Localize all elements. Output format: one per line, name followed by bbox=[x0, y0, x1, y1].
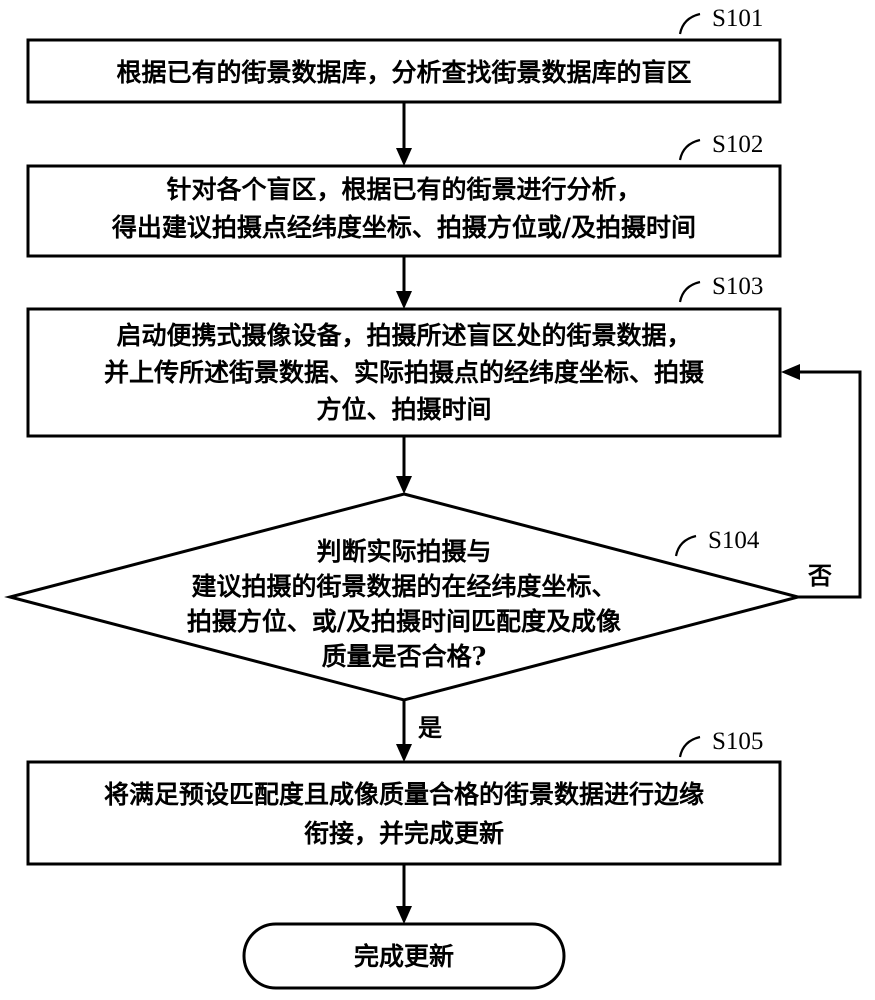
flow-arrow bbox=[396, 864, 412, 924]
step-s103: S103 启动便携式摄像设备，拍摄所述盲区处的街景数据， 并上传所述街景数据、实… bbox=[26, 273, 782, 438]
process-text-line: 启动便携式摄像设备，拍摄所述盲区处的街景数据， bbox=[116, 321, 691, 350]
process-text-line: 得出建议拍摄点经纬度坐标、拍摄方位或/及拍摄时间 bbox=[111, 213, 696, 242]
loop-back-line bbox=[798, 370, 862, 599]
process-text-line: 将满足预设匹配度且成像质量合格的街景数据进行边缘 bbox=[104, 780, 704, 809]
yes-label: 是 bbox=[418, 713, 442, 742]
decision-text-line: 判断实际拍摄与 bbox=[316, 537, 491, 566]
step-s101: S101 根据已有的街景数据库，分析查找街景数据库的盲区 bbox=[26, 5, 782, 104]
step-label-hook bbox=[678, 12, 701, 35]
end-terminal: 完成更新 bbox=[242, 922, 566, 990]
step-label-hook bbox=[678, 735, 701, 758]
terminal-shape bbox=[242, 922, 566, 990]
flow-arrow bbox=[396, 436, 412, 494]
no-branch: 否 bbox=[781, 364, 862, 599]
step-s105: S105 将满足预设匹配度且成像质量合格的街景数据进行边缘 衔接，并完成更新 bbox=[26, 728, 782, 866]
yes-branch: 是 bbox=[396, 700, 442, 762]
decision-text-line: 拍摄方位、或/及拍摄时间匹配度及成像 bbox=[187, 607, 621, 636]
step-label-hook bbox=[678, 280, 701, 303]
step-id-label: S102 bbox=[712, 131, 763, 158]
process-box bbox=[26, 38, 782, 104]
step-id-label: S103 bbox=[712, 273, 763, 300]
process-text-line: 并上传所述街景数据、实际拍摄点的经纬度坐标、拍摄 bbox=[104, 358, 705, 387]
no-label: 否 bbox=[807, 561, 832, 590]
loop-back-arrowhead bbox=[781, 364, 800, 380]
process-box bbox=[26, 760, 782, 866]
decision-text-line: 质量是否合格? bbox=[322, 642, 487, 671]
step-id-label: S101 bbox=[712, 5, 763, 32]
step-label-hook bbox=[678, 138, 701, 161]
decision-text-line: 建议拍摄的街景数据的在经纬度坐标、 bbox=[191, 572, 616, 601]
step-label-hook bbox=[674, 534, 697, 557]
process-text-line: 针对各个盲区，根据已有的街景进行分析， bbox=[166, 175, 641, 204]
terminal-label: 完成更新 bbox=[354, 942, 454, 971]
process-text-line: 衔接，并完成更新 bbox=[304, 819, 504, 848]
process-text-line: 方位、拍摄时间 bbox=[316, 395, 491, 424]
flow-arrow bbox=[396, 256, 412, 309]
flow-arrow bbox=[396, 102, 412, 166]
step-s104: S104 判断实际拍摄与 建议拍摄的街景数据的在经纬度坐标、 拍摄方位、或/及拍… bbox=[4, 492, 804, 702]
step-id-label: S104 bbox=[708, 527, 760, 554]
process-text-line: 根据已有的街景数据库，分析查找街景数据库的盲区 bbox=[116, 58, 691, 87]
step-id-label: S105 bbox=[712, 728, 763, 755]
